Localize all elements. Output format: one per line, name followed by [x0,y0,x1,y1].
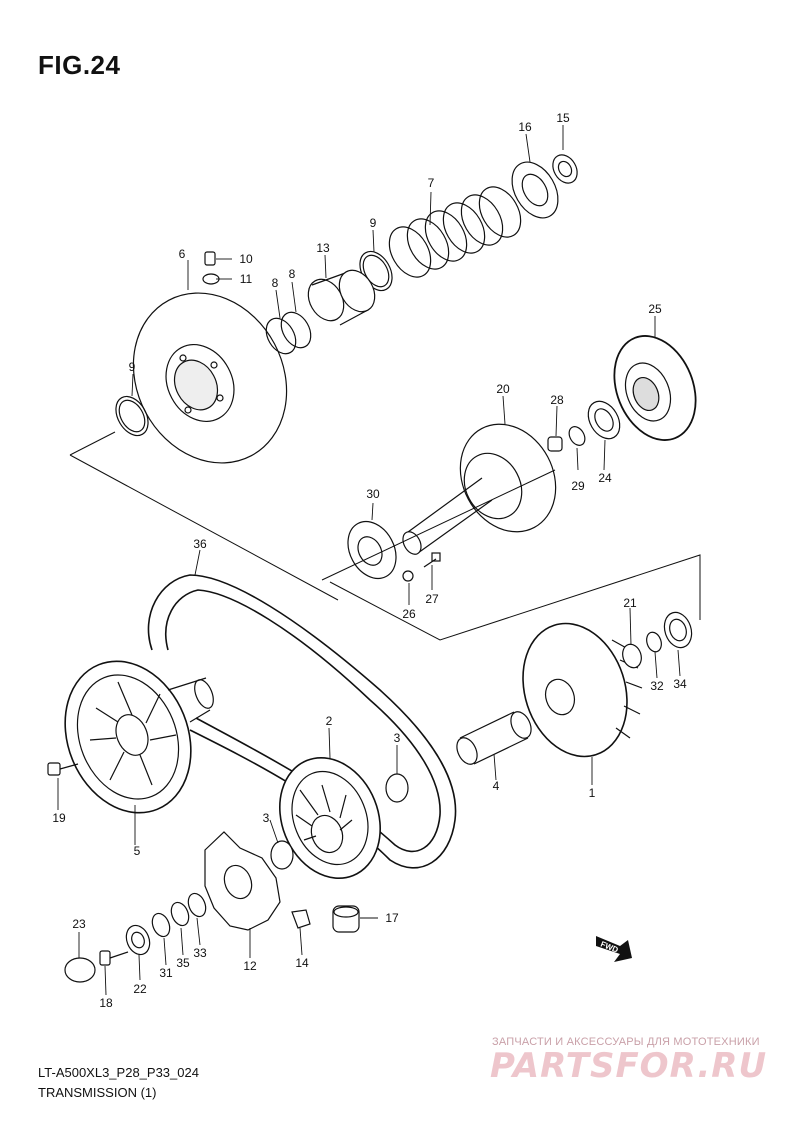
figure-title: FIG.24 [38,50,121,80]
callout-30[interactable]: 30 [366,487,380,501]
part-31-washer[interactable] [149,911,173,939]
callout-4[interactable]: 4 [493,779,500,793]
callout-1[interactable]: 1 [589,786,596,800]
callout-10[interactable]: 10 [239,252,253,266]
part-3-roller-upper[interactable] [385,773,409,803]
part-35-washer[interactable] [168,900,192,928]
part-30-bearing[interactable] [338,513,405,587]
part-7-spring[interactable] [381,180,529,285]
part-27-screw[interactable] [423,552,441,568]
part-34-oil-seal[interactable] [660,609,696,651]
callout-29[interactable]: 29 [571,479,585,493]
part-2-movable-drive-face[interactable] [262,743,397,894]
callout-32[interactable]: 32 [650,679,664,693]
callout-21[interactable]: 21 [623,596,637,610]
watermark-tagline: ЗАПЧАСТИ И АКСЕССУАРЫ ДЛЯ МОТОТЕХНИКИ [492,1036,760,1048]
callout-17[interactable]: 17 [385,911,399,925]
part-32-washer[interactable] [644,630,663,653]
callout-3-lower[interactable]: 3 [263,811,270,825]
callout-27[interactable]: 27 [425,592,439,606]
callout-22[interactable]: 22 [133,982,147,996]
part-3-roller-lower[interactable] [270,840,294,870]
callout-13[interactable]: 13 [316,241,330,255]
callout-7[interactable]: 7 [428,176,435,190]
callout-8-right[interactable]: 8 [289,267,296,281]
part-9-ring-left[interactable] [109,391,154,441]
part-15-nut[interactable] [548,151,582,188]
fwd-label: FWD [599,940,619,955]
callout-12[interactable]: 12 [243,959,257,973]
part-26-washer[interactable] [402,570,414,582]
callout-19[interactable]: 19 [52,811,66,825]
part-20-drum-shaft[interactable] [399,407,574,557]
callout-20[interactable]: 20 [496,382,510,396]
callout-11[interactable]: 11 [240,272,253,286]
part-28-nut[interactable] [547,436,563,452]
callout-6[interactable]: 6 [179,247,186,261]
part-4-sleeve[interactable] [453,709,535,768]
callout-33[interactable]: 33 [193,946,207,960]
part-18-bolt[interactable] [99,950,129,966]
callout-2[interactable]: 2 [326,714,333,728]
watermark-logo: PARTSFOR.RU [490,1046,768,1086]
part-14-clip[interactable] [291,909,311,929]
callout-35[interactable]: 35 [176,956,190,970]
part-23-cap[interactable] [64,957,96,983]
callout-3-upper[interactable]: 3 [394,731,401,745]
callout-36[interactable]: 36 [193,537,207,551]
callout-34[interactable]: 34 [673,677,687,691]
callout-5[interactable]: 5 [134,844,141,858]
part-22-spacer[interactable] [122,922,154,958]
assembly-group-line [69,431,701,641]
part-19-bolt[interactable] [47,762,79,776]
section-name: TRANSMISSION (1) [38,1085,157,1100]
part-6-driven-face[interactable] [104,266,316,490]
callout-28[interactable]: 28 [550,393,564,407]
part-16-spring-seat[interactable] [503,154,568,226]
callout-9-upper[interactable]: 9 [370,216,377,230]
part-13-sleeve[interactable] [301,264,382,327]
callout-24[interactable]: 24 [598,471,612,485]
part-8-ring-a[interactable] [260,313,302,359]
part-33-washer[interactable] [185,891,209,919]
callout-8-left[interactable]: 8 [272,276,279,290]
part-17-bushing[interactable] [332,905,360,933]
part-21-bearing[interactable] [620,642,645,670]
part-5-drive-face[interactable] [43,642,217,832]
fwd-direction-badge: FWD [596,936,632,962]
model-code: LT-A500XL3_P28_P33_024 [38,1065,199,1080]
callout-26[interactable]: 26 [402,607,416,621]
part-1-fixed-drive-face[interactable] [506,610,643,770]
part-29-washer[interactable] [566,424,588,448]
callout-14[interactable]: 14 [295,956,309,970]
callout-23[interactable]: 23 [72,917,86,931]
callout-25[interactable]: 25 [648,302,662,316]
callout-18[interactable]: 18 [99,996,113,1010]
part-24-bearing[interactable] [582,396,626,445]
callout-16[interactable]: 16 [518,120,532,134]
callout-31[interactable]: 31 [159,966,173,980]
part-25-clutch-housing[interactable] [600,324,711,453]
part-10-pin[interactable] [204,251,216,266]
callout-15[interactable]: 15 [556,111,570,125]
callout-9-left[interactable]: 9 [129,360,136,374]
part-12-cam-plate[interactable] [204,831,281,931]
